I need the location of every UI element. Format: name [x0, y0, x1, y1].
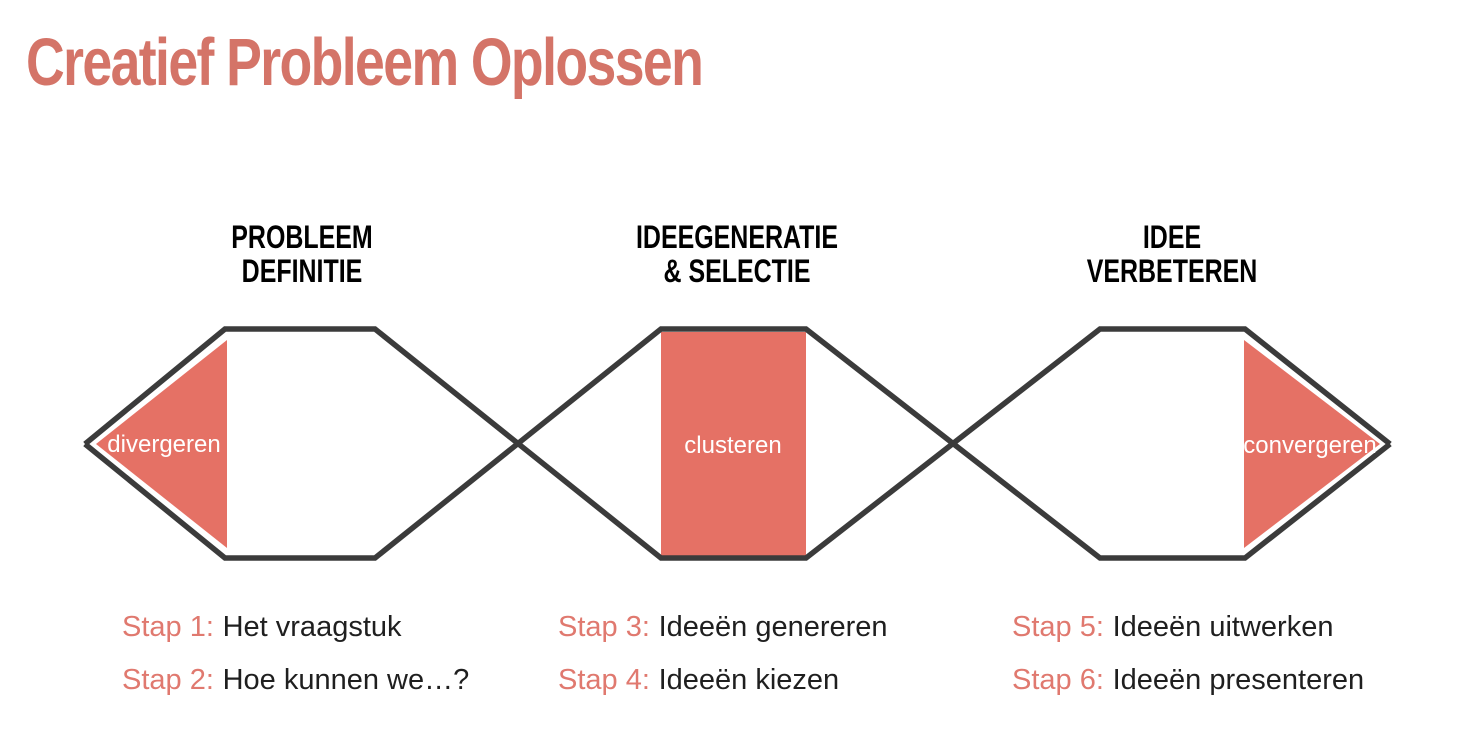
phase-header-line1: IDEE	[1142, 219, 1202, 255]
phase-header-line2: DEFINITIE	[241, 253, 363, 289]
steps-column-3: Stap 5:Ideeën uitwerken Stap 6:Ideeën pr…	[1012, 612, 1364, 718]
clusteren-label: clusteren	[684, 432, 781, 459]
step-2-text: Hoe kunnen we…?	[222, 664, 470, 696]
step-1-label: Stap 1:	[122, 611, 214, 643]
page-title: Creatief Probleem Oplossen	[26, 25, 704, 100]
step-6-text: Ideeën presenteren	[1112, 664, 1365, 696]
phase-header-line1: PROBLEEM	[231, 219, 373, 255]
step-1: Stap 1:Het vraagstuk	[122, 612, 469, 642]
step-6: Stap 6:Ideeën presenteren	[1012, 665, 1364, 695]
step-5-text: Ideeën uitwerken	[1112, 611, 1334, 643]
phase-header-ideegeneratie-selectie: IDEEGENERATIE & SELECTIE	[581, 220, 893, 288]
step-2: Stap 2:Hoe kunnen we…?	[122, 665, 469, 695]
convergeren-triangle	[1244, 340, 1380, 548]
phase-header-line2: VERBETEREN	[1086, 253, 1258, 289]
convergeren-label: convergeren	[1243, 432, 1376, 459]
steps-column-1: Stap 1:Het vraagstuk Stap 2:Hoe kunnen w…	[122, 612, 469, 718]
phase-header-probleem-definitie: PROBLEEM DEFINITIE	[146, 220, 458, 288]
step-4-text: Ideeën kiezen	[658, 664, 840, 696]
phase-header-line2: & SELECTIE	[663, 253, 811, 289]
step-3: Stap 3:Ideeën genereren	[558, 612, 888, 642]
divergeren-label: divergeren	[107, 431, 220, 458]
step-5-label: Stap 5:	[1012, 611, 1104, 643]
step-4-label: Stap 4:	[558, 664, 650, 696]
clusteren-rect	[661, 332, 806, 556]
step-2-label: Stap 2:	[122, 664, 214, 696]
diagram-outline-bottom-path	[83, 326, 1392, 561]
phase-header-idee-verbeteren: IDEE VERBETEREN	[1016, 220, 1328, 288]
step-6-label: Stap 6:	[1012, 664, 1104, 696]
steps-column-2: Stap 3:Ideeën genereren Stap 4:Ideeën ki…	[558, 612, 888, 718]
step-3-label: Stap 3:	[558, 611, 650, 643]
step-4: Stap 4:Ideeën kiezen	[558, 665, 888, 695]
step-5: Stap 5:Ideeën uitwerken	[1012, 612, 1364, 642]
divergeren-triangle	[96, 340, 227, 548]
step-3-text: Ideeën genereren	[658, 611, 888, 643]
step-1-text: Het vraagstuk	[222, 611, 402, 643]
diagram-outline-top-path	[83, 326, 1392, 561]
phase-header-line1: IDEEGENERATIE	[635, 219, 839, 255]
